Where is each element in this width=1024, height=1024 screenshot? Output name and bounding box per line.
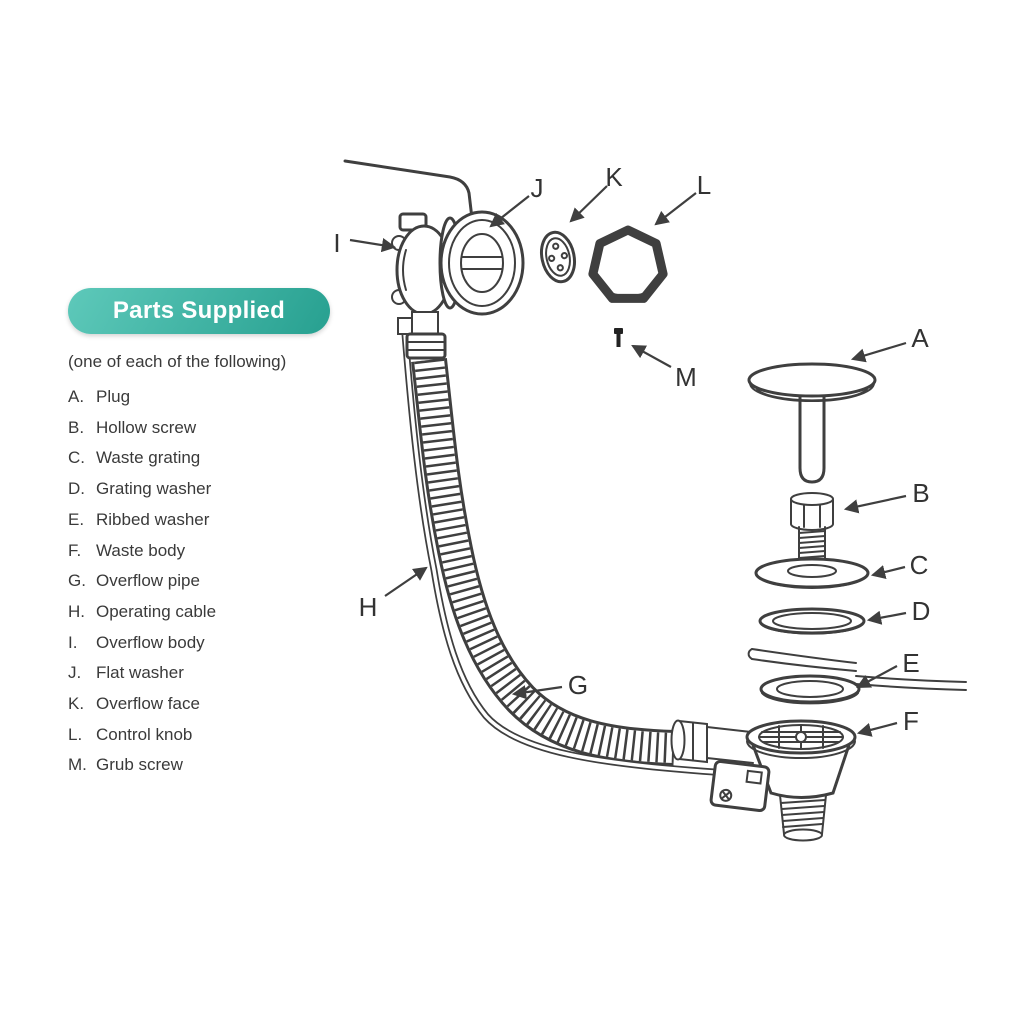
ribbed-washer-drawing (759, 674, 861, 705)
label-arrow (511, 685, 563, 700)
label-arrow (870, 565, 906, 579)
label-letter: J (531, 173, 544, 203)
part-name: Control knob (96, 724, 193, 744)
part-name: Overflow face (96, 694, 200, 714)
part-key: G. (68, 571, 86, 591)
label-arrow (631, 344, 672, 368)
diagram-label-f: F (856, 706, 919, 737)
part-item-j: J. Flat washer (68, 658, 368, 689)
diagram-label-l: L (654, 170, 711, 226)
part-key: M. (68, 755, 87, 775)
part-name: Waste body (96, 540, 186, 560)
label-letter: A (911, 323, 929, 353)
grating-washer-drawing (758, 607, 866, 635)
part-key: J. (68, 663, 82, 683)
diagram-label-b: B (843, 478, 930, 514)
tub-wall-line (343, 159, 475, 229)
label-arrow (384, 566, 428, 597)
part-item-f: F. Waste body (68, 536, 368, 567)
label-arrow (850, 341, 907, 363)
diagram-label-m: M (631, 344, 697, 392)
waste-grating-drawing (754, 557, 870, 590)
label-arrow (856, 665, 898, 689)
diagram-label-g: G (511, 670, 588, 700)
part-name: Waste grating (96, 448, 201, 468)
label-arrow (349, 238, 397, 253)
part-key: F. (68, 540, 82, 560)
part-item-m: M. Grub screw (68, 750, 368, 781)
part-key: C. (68, 448, 85, 468)
waste-body-drawing (670, 719, 857, 842)
label-letter: L (697, 170, 711, 200)
part-item-e: E. Ribbed washer (68, 505, 368, 536)
part-key: B. (68, 417, 85, 437)
part-item-h: H. Operating cable (68, 597, 368, 628)
part-item-c: C. Waste grating (68, 443, 368, 474)
part-key: I. (68, 632, 78, 652)
parts-subtitle: (one of each of the following) (68, 352, 287, 371)
overflow-pipe-drawing (411, 357, 675, 766)
label-letter: F (903, 706, 919, 736)
label-letter: I (333, 228, 340, 258)
label-letter: B (912, 478, 929, 508)
parts-list: A. Plug B. Hollow screw C. Waste grating D.… (68, 382, 368, 781)
part-name: Overflow body (96, 632, 205, 652)
part-key: L. (68, 724, 83, 744)
part-key: H. (68, 601, 85, 621)
label-arrow (569, 185, 608, 223)
diagram-label-e: E (856, 648, 920, 689)
label-arrow (866, 610, 907, 625)
label-letter: D (912, 596, 931, 626)
flat-washer-drawing (438, 210, 525, 316)
diagram-label-c: C (870, 550, 929, 580)
part-key: A. (68, 387, 85, 406)
parts-supplied-badge: Parts Supplied (68, 288, 330, 334)
part-key: D. (68, 479, 85, 499)
hollow-screw-drawing (790, 492, 834, 567)
overflow-face-drawing (540, 230, 576, 284)
label-letter: G (568, 670, 588, 700)
part-item-g: G. Overflow pipe (68, 566, 368, 597)
part-key: E. (68, 509, 85, 529)
grub-screw-drawing (614, 328, 623, 347)
part-item-k: K. Overflow face (68, 689, 368, 720)
part-name: Overflow pipe (96, 571, 200, 591)
label-arrow (843, 494, 907, 514)
label-letter: H (359, 592, 378, 622)
part-name: Plug (96, 387, 131, 406)
operating-cable-drawing (401, 333, 715, 776)
part-item-l: L. Control knob (68, 720, 368, 751)
part-name: Hollow screw (96, 417, 197, 437)
label-letter: E (902, 648, 919, 678)
label-letter: C (910, 550, 929, 580)
diagram-label-a: A (850, 323, 929, 363)
diagram-label-d: D (866, 596, 931, 626)
diagram-label-k: K (569, 162, 623, 223)
parts-supplied-panel: Parts Supplied (one of each of the follo… (68, 288, 368, 781)
label-letter: K (605, 162, 623, 192)
diagram-label-h: H (359, 566, 428, 622)
plug-drawing (747, 362, 877, 484)
diagram-label-j: J (489, 173, 544, 228)
control-knob-drawing (588, 225, 668, 303)
label-arrow (489, 195, 530, 228)
part-item-i: I. Overflow body (68, 628, 368, 659)
part-item-d: D. Grating washer (68, 474, 368, 505)
part-name: Ribbed washer (96, 509, 210, 529)
part-name: Grub screw (96, 755, 183, 775)
part-item-b: B. Hollow screw (68, 413, 368, 444)
part-name: Operating cable (96, 601, 217, 621)
diagram-label-i: I (333, 228, 397, 258)
label-letter: M (675, 362, 697, 392)
part-name: Flat washer (96, 663, 184, 683)
part-name: Grating washer (96, 479, 212, 499)
badge-label: Parts Supplied (112, 297, 286, 324)
part-key: K. (68, 694, 85, 714)
label-arrow (856, 721, 898, 737)
part-item-a: A. Plug (68, 382, 368, 413)
label-arrow (654, 192, 697, 226)
